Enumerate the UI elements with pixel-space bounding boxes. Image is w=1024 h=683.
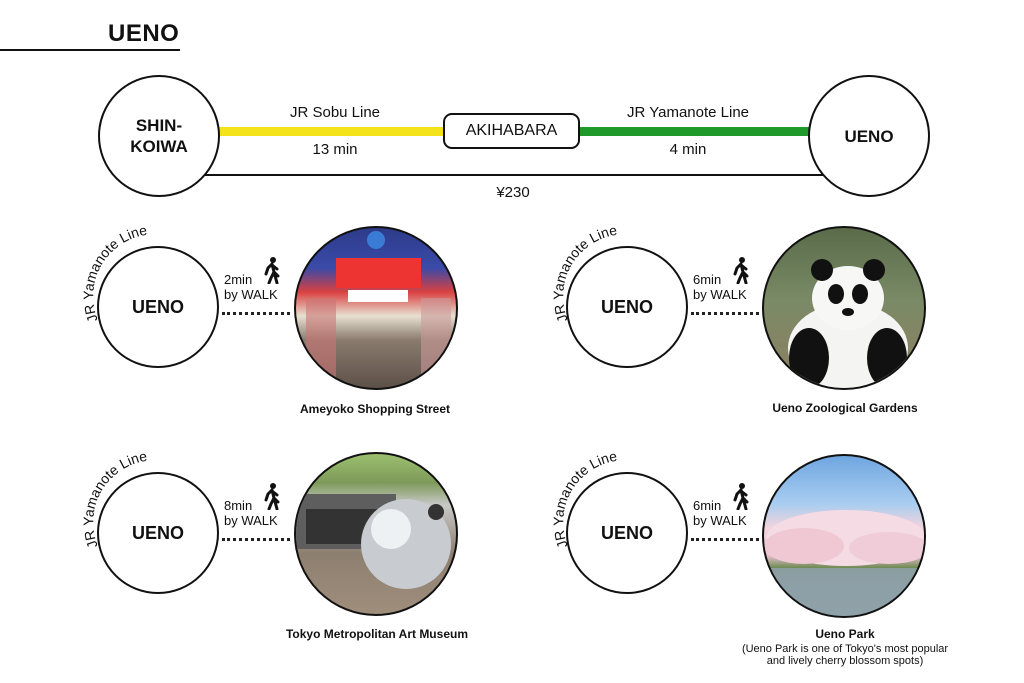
walk-mode: by WALK [693, 513, 747, 528]
station-label: UENO [131, 296, 184, 317]
pedestrian-icon [264, 483, 280, 510]
pedestrian-icon [733, 483, 749, 510]
walk-mode: by WALK [224, 287, 278, 302]
station-label: UENO [131, 522, 184, 543]
station-ueno: UENO [97, 246, 219, 368]
sobu-line-time: 13 min [312, 141, 358, 158]
station-akihabara: AKIHABARA [443, 113, 580, 149]
walk-path-dots [691, 538, 759, 541]
pedestrian-icon [733, 257, 749, 284]
spot-name: Tokyo Metropolitan Art Museum [285, 627, 468, 641]
walk-minutes: 6min [693, 498, 722, 513]
yamanote-line-bar [578, 127, 813, 136]
walk-minutes: 6min [693, 272, 722, 287]
walk-minutes: 2min [224, 272, 253, 287]
pedestrian-icon [264, 257, 280, 284]
walk-path-dots [222, 538, 290, 541]
fare-bracket-line [205, 174, 827, 176]
page-title: UENO [108, 20, 180, 47]
station-label: AKIHABARA [465, 122, 558, 139]
station-ueno-destination: UENO [808, 75, 930, 197]
walk-minutes: 8min [224, 498, 253, 513]
title-underline [0, 49, 180, 51]
sobu-line-bar [205, 127, 445, 136]
walk-path-dots [222, 312, 290, 315]
ueno-park-photo [762, 454, 926, 618]
spot-name: Ueno Zoological Gardens [772, 401, 918, 415]
fare-label: ¥230 [496, 184, 530, 201]
sobu-line-name: JR Sobu Line [289, 104, 381, 121]
art-museum-photo [294, 452, 458, 616]
station-label: UENO [600, 522, 653, 543]
panda-photo [762, 226, 926, 390]
spot-name: Ameyoko Shopping Street [299, 402, 451, 416]
yamanote-line-time: 4 min [669, 141, 707, 158]
walk-mode: by WALK [224, 513, 278, 528]
ameyoko-photo [294, 226, 458, 390]
station-label: UENO [844, 126, 894, 146]
station-ueno: UENO [566, 472, 688, 594]
spot-note: (Ueno Park is one of Tokyo's most popula… [741, 643, 949, 667]
station-label: SHIN- KOIWA [130, 116, 188, 156]
yamanote-line-name: JR Yamanote Line [626, 104, 750, 121]
walk-mode: by WALK [693, 287, 747, 302]
station-ueno: UENO [97, 472, 219, 594]
station-shin-koiwa: SHIN- KOIWA [98, 75, 220, 197]
station-label: UENO [600, 296, 653, 317]
walk-path-dots [691, 312, 759, 315]
spot-name: Ueno Park [815, 627, 875, 641]
station-ueno: UENO [566, 246, 688, 368]
